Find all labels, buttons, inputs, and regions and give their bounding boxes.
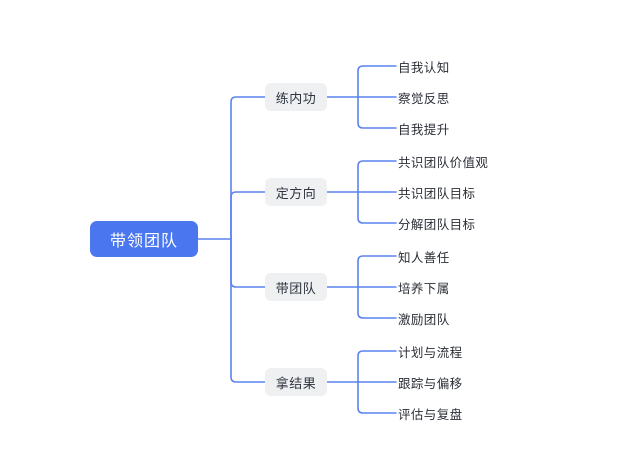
- connector-branch-2-leaf-0: [357, 255, 397, 288]
- root-node[interactable]: 带领团队: [90, 221, 198, 257]
- connector-branch-3-leaf-0: [357, 350, 397, 383]
- leaf-node-3-1[interactable]: 跟踪与偏移: [398, 376, 463, 391]
- connector-branch-0-leaf-0: [357, 65, 397, 98]
- leaf-node-0-1[interactable]: 察觉反思: [398, 91, 450, 106]
- connector-branch-0-leaf-2: [357, 96, 397, 129]
- connector-trunk-branch-3: [230, 238, 266, 383]
- branch-node-lian-nei-gong[interactable]: 练内功: [265, 83, 327, 111]
- branch-node-dai-tuan-dui[interactable]: 带团队: [265, 273, 327, 301]
- connector-branch-2-leaf-2: [357, 286, 397, 319]
- leaf-node-3-2[interactable]: 评估与复盘: [398, 407, 463, 422]
- connector-branch-3-leaf-2: [357, 381, 397, 414]
- connector-trunk-branch-2: [230, 238, 266, 288]
- connector-trunk-branch-0: [230, 96, 266, 240]
- leaf-node-1-2[interactable]: 分解团队目标: [398, 217, 476, 232]
- branch-node-na-jie-guo[interactable]: 拿结果: [265, 368, 327, 396]
- connector-trunk-branch-1: [230, 191, 266, 240]
- leaf-node-0-2[interactable]: 自我提升: [398, 122, 450, 137]
- leaf-node-2-1[interactable]: 培养下属: [398, 281, 450, 296]
- leaf-node-2-0[interactable]: 知人善任: [398, 250, 450, 265]
- leaf-node-2-2[interactable]: 激励团队: [398, 312, 450, 327]
- leaf-node-0-0[interactable]: 自我认知: [398, 60, 450, 75]
- branch-node-ding-fang-xiang[interactable]: 定方向: [265, 178, 327, 206]
- leaf-node-3-0[interactable]: 计划与流程: [398, 345, 463, 360]
- leaf-node-1-1[interactable]: 共识团队目标: [398, 186, 476, 201]
- leaf-node-1-0[interactable]: 共识团队价值观: [398, 155, 489, 170]
- connector-branch-1-leaf-0: [357, 160, 397, 193]
- connector-branch-1-leaf-2: [357, 191, 397, 224]
